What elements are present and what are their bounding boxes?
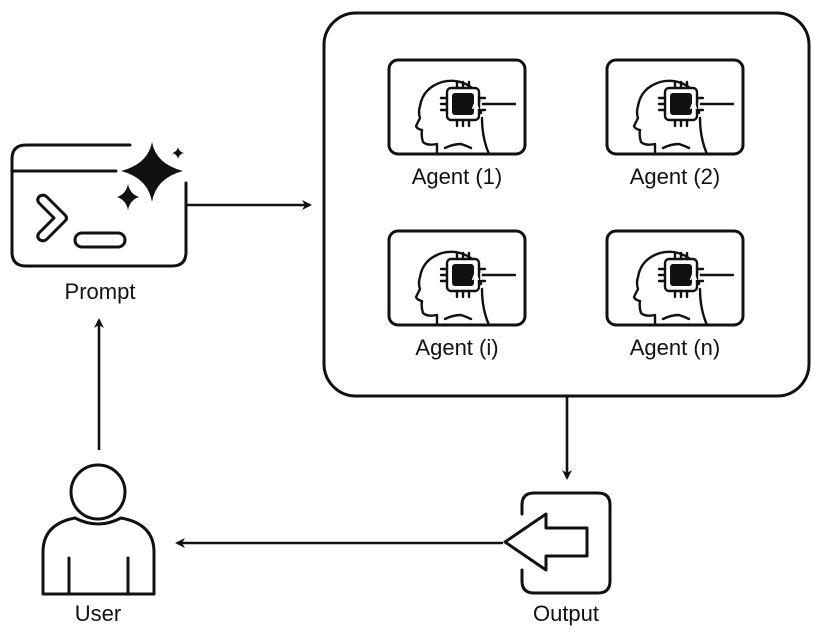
agent-label: Agent (n) bbox=[629, 335, 721, 360]
agent-icon bbox=[605, 58, 745, 156]
ai-chip-text: AI bbox=[472, 271, 483, 283]
agent-label: Agent (1) bbox=[411, 164, 503, 189]
agent-icon bbox=[387, 58, 527, 156]
prompt-label: Prompt bbox=[64, 279, 136, 304]
output-label: Output bbox=[532, 601, 600, 626]
output-icon bbox=[503, 491, 612, 595]
sparkle-small-icon bbox=[117, 184, 139, 210]
prompt-icon bbox=[10, 142, 188, 268]
sparkle-large-icon bbox=[121, 142, 183, 202]
agent-icon bbox=[605, 229, 745, 327]
agent-label: Agent (2) bbox=[629, 164, 721, 189]
agent-label: Agent (i) bbox=[415, 335, 499, 360]
user-icon bbox=[41, 463, 156, 596]
agents-group-container bbox=[322, 11, 811, 398]
ai-chip-text: AI bbox=[472, 100, 483, 112]
ai-chip-text: AI bbox=[690, 271, 701, 283]
agent-icon bbox=[387, 229, 527, 327]
user-label: User bbox=[74, 601, 122, 626]
ai-chip-text: AI bbox=[690, 100, 701, 112]
sparkle-tiny-icon bbox=[172, 147, 184, 159]
